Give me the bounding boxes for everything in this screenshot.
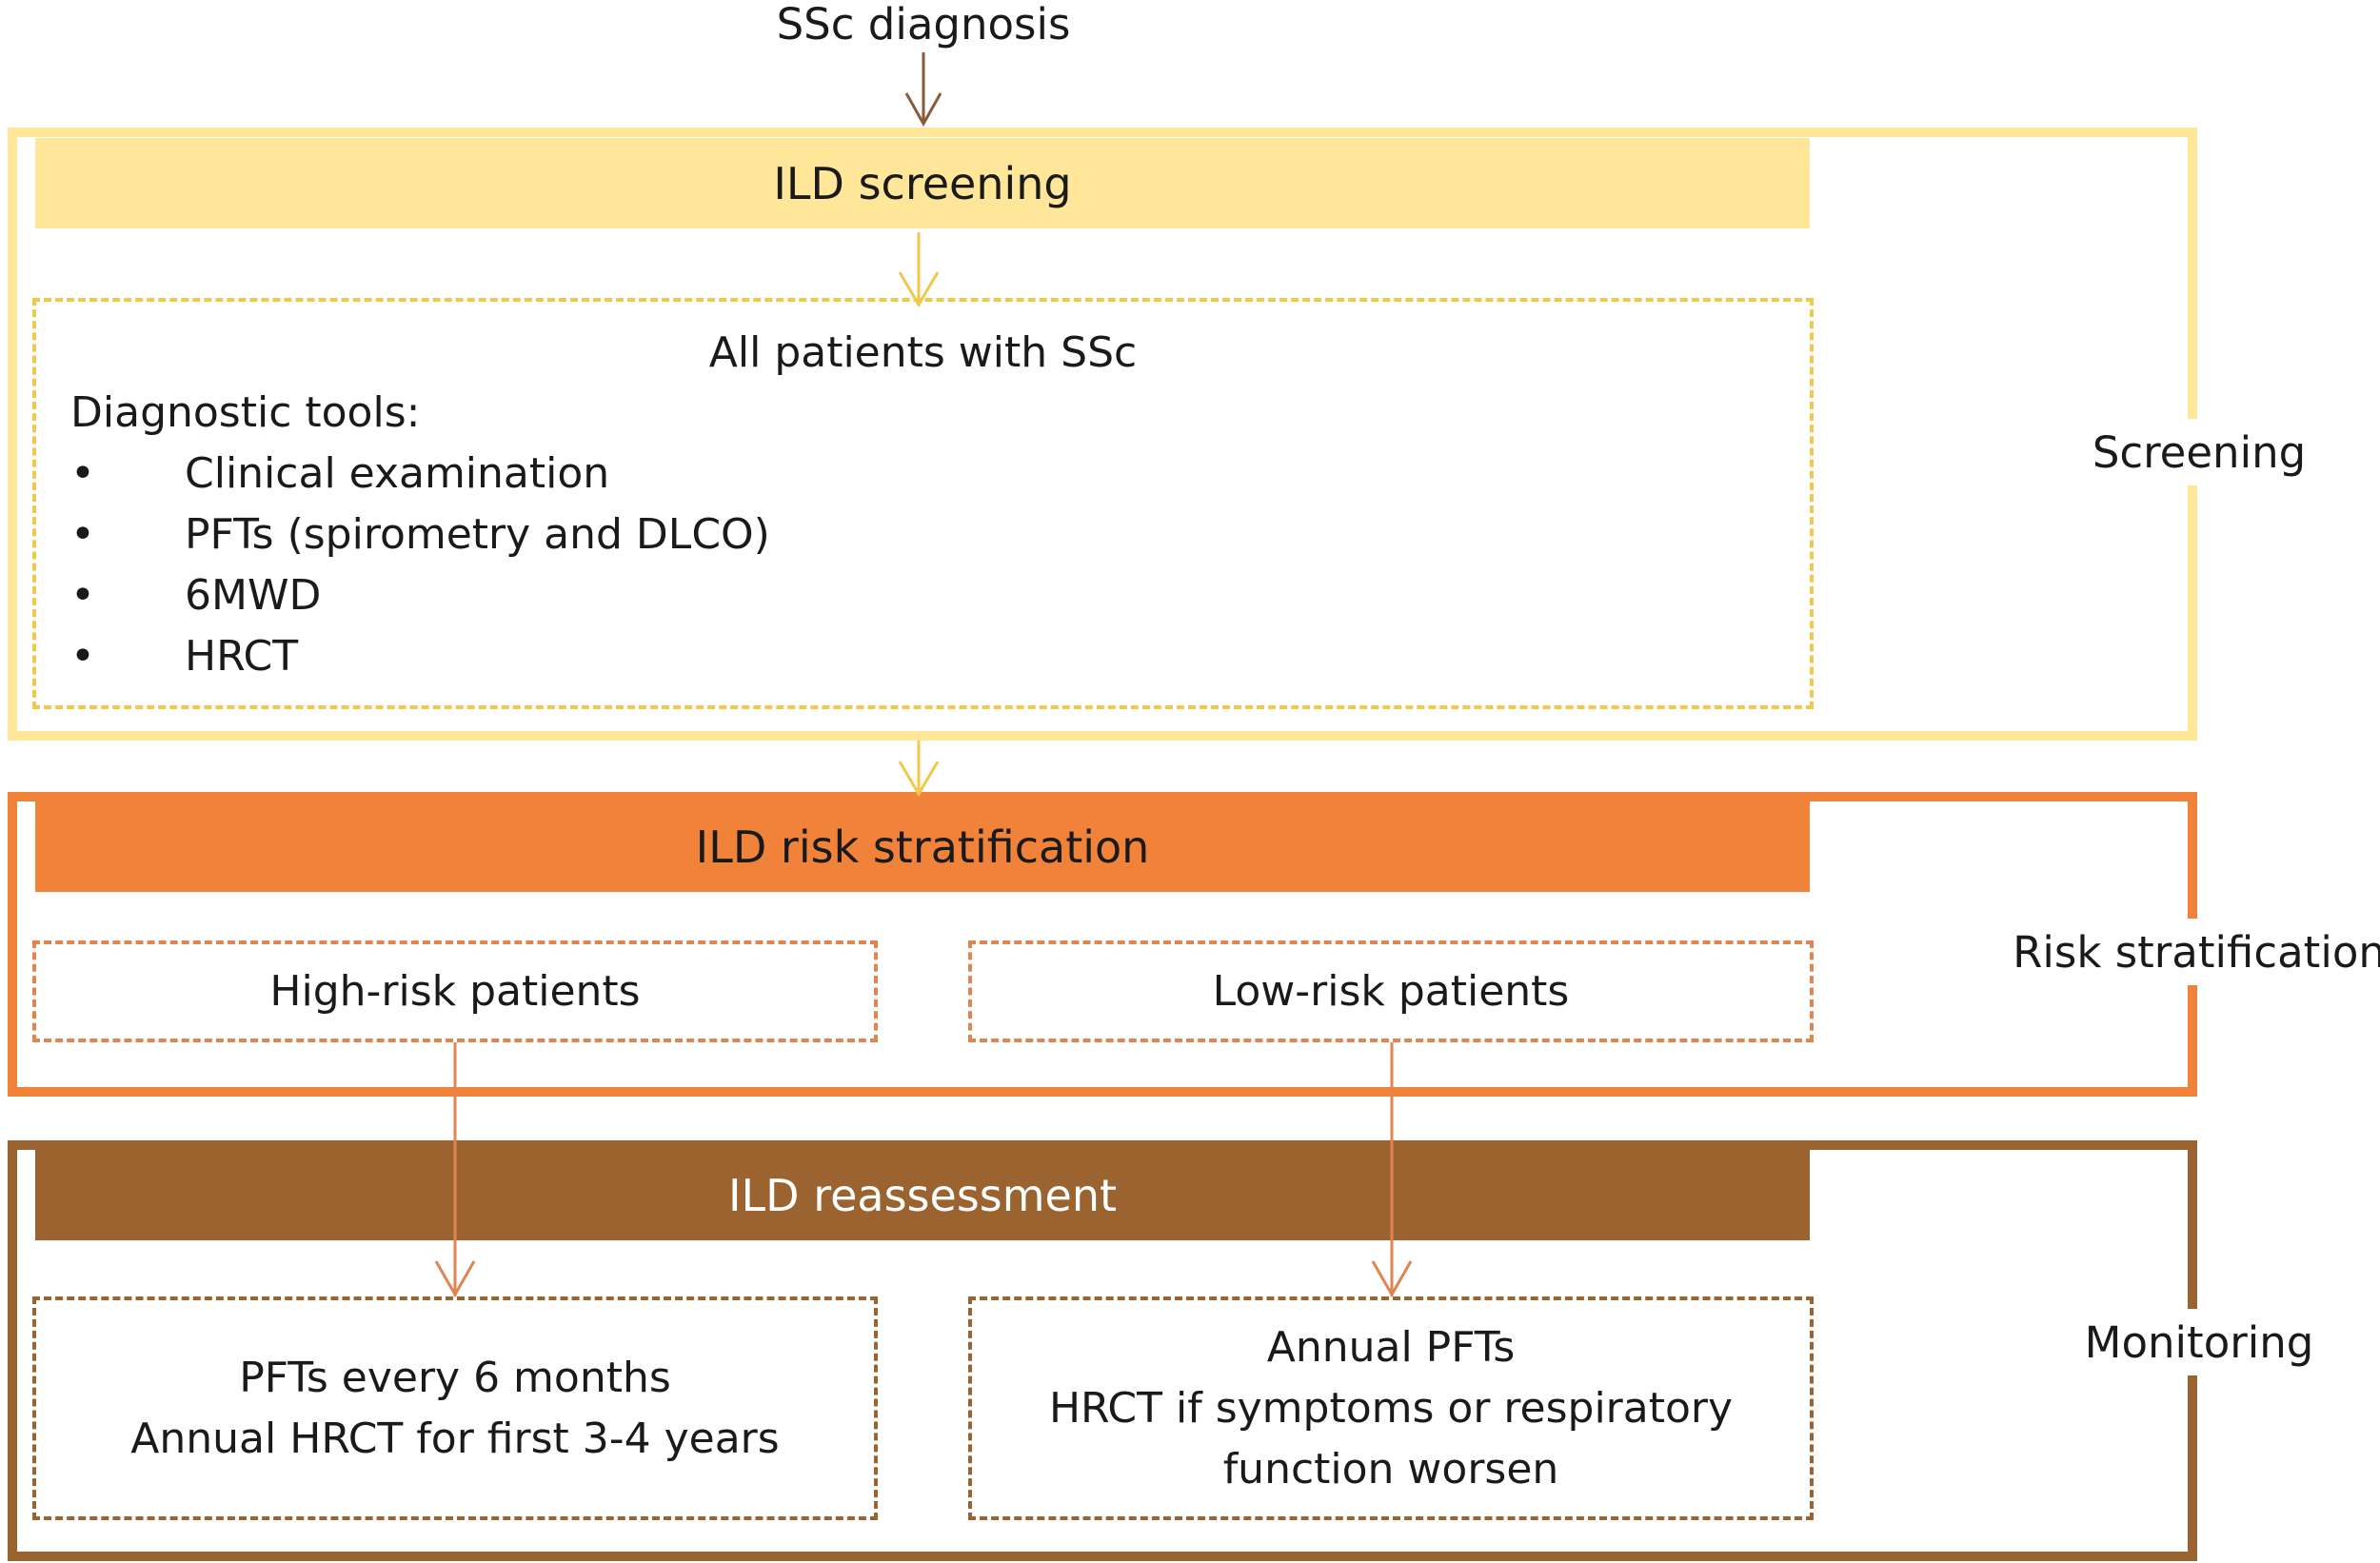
tool-item: • HRCT xyxy=(70,626,298,687)
diagnosis-label: SSc diagnosis xyxy=(776,0,1071,49)
tool-item: • 6MWD xyxy=(70,565,321,626)
bullet-icon: • xyxy=(70,449,95,498)
all-patients-box xyxy=(32,298,1814,709)
ild-screening-band: ILD screening xyxy=(35,138,1810,228)
all-patients-heading: All patients with SSc xyxy=(708,327,1138,377)
tool-item: • Clinical examination xyxy=(70,444,609,505)
low-risk-box: Low-risk patients xyxy=(968,940,1814,1042)
tool-label: HRCT xyxy=(185,632,299,681)
ild-risk-band: ILD risk stratification xyxy=(35,801,1810,892)
tool-label: PFTs (spirometry and DLCO) xyxy=(185,510,770,559)
bullet-icon: • xyxy=(70,632,95,681)
monitoring-line: Annual PFTs xyxy=(1266,1323,1516,1372)
arrowhead-icon xyxy=(898,761,940,797)
monitoring-side-label: Monitoring xyxy=(2066,1309,2332,1375)
ild-reassessment-band: ILD reassessment xyxy=(35,1150,1810,1240)
tool-label: 6MWD xyxy=(185,571,322,620)
monitoring-line: Annual HRCT for first 3-4 years xyxy=(130,1414,780,1463)
tool-label: Clinical examination xyxy=(185,449,610,498)
monitoring-line: function worsen xyxy=(1222,1445,1559,1494)
monitoring-line: HRCT if symptoms or respiratory xyxy=(1048,1384,1734,1433)
screening-side-label: Screening xyxy=(2085,419,2313,485)
risk-side-label: Risk stratification xyxy=(2013,919,2380,985)
bullet-icon: • xyxy=(70,571,95,620)
diagnostic-tools-label: Diagnostic tools: xyxy=(70,388,421,437)
tool-item: • PFTs (spirometry and DLCO) xyxy=(70,505,770,565)
low-risk-monitoring-box: Annual PFTs HRCT if symptoms or respirat… xyxy=(968,1296,1814,1520)
high-risk-monitoring-box: PFTs every 6 months Annual HRCT for firs… xyxy=(32,1296,878,1520)
bullet-icon: • xyxy=(70,510,95,559)
high-risk-box: High-risk patients xyxy=(32,940,878,1042)
monitoring-line: PFTs every 6 months xyxy=(239,1353,671,1402)
arrowhead-icon xyxy=(904,92,942,128)
